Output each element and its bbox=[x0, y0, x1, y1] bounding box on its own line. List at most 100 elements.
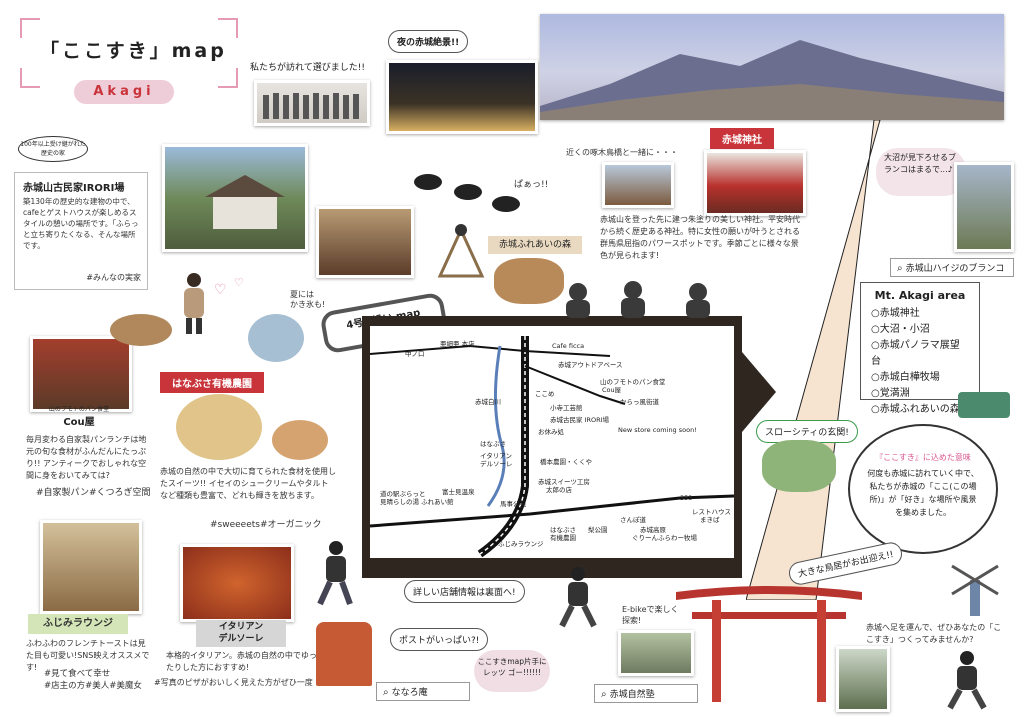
map-label: 道の駅ぶらっと bbox=[380, 490, 426, 498]
irori-food-photo bbox=[316, 206, 414, 278]
hanabusa-cream-photo bbox=[272, 420, 328, 460]
ebike-photo bbox=[618, 630, 694, 676]
meaning-head: 『ここすき』に込めた意味 bbox=[875, 453, 971, 462]
tripod-icon bbox=[437, 224, 485, 278]
irori-card: 赤城山古民家IRORI場 築130年の歴史的な建物の中で、cafeとゲストハウス… bbox=[14, 172, 148, 290]
map-label: さんぽ道 bbox=[620, 516, 646, 524]
area-list-item: ○赤城白樺牧場 bbox=[871, 372, 940, 383]
post-box-photo bbox=[316, 622, 372, 686]
swing-photo bbox=[954, 162, 1014, 252]
map-label: 小寺工芸館 bbox=[550, 404, 583, 412]
bridge-photo bbox=[602, 162, 674, 208]
pizza-photo bbox=[180, 544, 294, 622]
details-back-bubble: 詳しい店舗情報は裏面へ! bbox=[404, 580, 525, 603]
shrine-photo bbox=[704, 150, 806, 216]
map-label: 亜細亜 本店 bbox=[440, 340, 475, 348]
irori-body: 築130年の歴史的な建物の中で、cafeとゲストハウスが楽しめるスタイルの憩いの… bbox=[23, 197, 139, 250]
map-label: 有機農園 bbox=[550, 534, 576, 542]
person-icon bbox=[559, 567, 597, 628]
area-box: Mt. Akagi area ○赤城神社○大沼・小沼○赤城パノラマ展望台○赤城白… bbox=[860, 282, 980, 415]
coupe-tag: #自家製パン#くつろぎ空間 bbox=[36, 488, 151, 498]
coupe-body: 毎月変わる自家製パンランチは地元の旬な食材がふんだんにたっぷり!! アンティーク… bbox=[26, 435, 147, 480]
post-label: ポストがいっぱい?! bbox=[390, 628, 489, 651]
fujimi-photo bbox=[40, 520, 142, 614]
map-label: 中ノ口 bbox=[405, 350, 425, 358]
map-label: Cou屋 bbox=[602, 386, 622, 394]
hanabusa-title: はなぶさ有機農園 bbox=[160, 372, 264, 393]
lets-go-bubble: ここすきmap片手にレッツ ゴー!!!!!! bbox=[474, 650, 550, 692]
map-label: 赤城白川 bbox=[475, 398, 501, 406]
area-list-item: ○覚満淵 bbox=[871, 388, 910, 399]
map-label: ふじみラウンジ bbox=[498, 540, 544, 548]
map-label: はなぶさ bbox=[480, 440, 506, 448]
coupe-sign-name: Cou屋 bbox=[63, 417, 95, 428]
summer-note: 夏には かき氷も! bbox=[290, 290, 326, 309]
meaning-bubble: 『ここすき』に込めた意味 何度も赤城に訪れていく中で、私たちが赤城の「ここ(この… bbox=[848, 424, 998, 554]
shoes-decoration bbox=[410, 168, 530, 218]
italian-tag: #写真のピザがおいしく見えた方がぜひ一度 bbox=[154, 678, 313, 687]
shaved-ice-photo bbox=[248, 314, 304, 362]
ebike-caption: E-bikeで楽しく探索! bbox=[622, 605, 679, 625]
italian-body: 本格的イタリアン。赤城の自然の中でゆったりした方におすすめ! bbox=[166, 651, 317, 672]
nanaumi-search[interactable]: ⌕ななろ庵 bbox=[376, 682, 470, 701]
slow-city-photo bbox=[762, 440, 836, 492]
heart-icon: ♡ bbox=[234, 276, 244, 289]
map-label: からっ風街道 bbox=[620, 398, 659, 406]
fujimi-title: ふじみラウンジ bbox=[28, 614, 128, 634]
shrine-title: 赤城神社 bbox=[710, 128, 774, 149]
visited-caption: 私たちが訪れて選びました!! bbox=[250, 63, 365, 73]
swing-search[interactable]: ⌕赤城山ハイジのブランコ bbox=[890, 258, 1014, 277]
area-tag: Akagi bbox=[74, 80, 174, 104]
map-label: デルソーレ bbox=[480, 460, 513, 468]
forest-label: 赤城ふれあいの森 bbox=[488, 236, 582, 254]
people-icon bbox=[566, 281, 710, 318]
invite-text: 赤城へ足を運んで、ぜひあなたの「ここすき」つくってみませんか? bbox=[866, 623, 1002, 644]
nature-search[interactable]: ⌕赤城自然塾 bbox=[594, 684, 698, 703]
map-label: New store coming soon! bbox=[618, 426, 697, 434]
map-arrow bbox=[742, 352, 776, 432]
group-people-icon bbox=[263, 93, 359, 119]
meaning-body: 何度も赤城に訪れていく中で、私たちが赤城の「ここ(この場所)」が「好き」な場所や… bbox=[867, 469, 979, 517]
windmill-icon bbox=[951, 564, 999, 616]
map-label: イタリアン bbox=[480, 452, 512, 460]
person-icon bbox=[947, 651, 987, 710]
heart-icon: ♡ bbox=[214, 282, 227, 298]
map-label: まきば bbox=[700, 516, 720, 524]
mountain-icon bbox=[540, 40, 1004, 120]
irori-house-photo bbox=[162, 144, 308, 252]
map-label: 赤城スイーツ工房 bbox=[538, 478, 590, 486]
person-figure bbox=[942, 650, 992, 710]
fujimi-body: ふわふわのフレンチトーストは見た目も可愛い!SNS映えオススメです! bbox=[26, 639, 150, 672]
area-box-title: Mt. Akagi area bbox=[874, 289, 966, 302]
house-icon bbox=[205, 175, 285, 229]
area-list: ○赤城神社○大沼・小沼○赤城パノラマ展望台○赤城白樺牧場○覚満淵○赤城ふれあいの… bbox=[871, 306, 969, 418]
area-list-item: ○赤城ふれあいの森 bbox=[871, 404, 960, 415]
tripod-person bbox=[436, 222, 486, 278]
map-label: 梨公園 bbox=[588, 526, 608, 534]
irori-title: 赤城山古民家IRORI場 bbox=[23, 183, 125, 194]
irori-tag: #みんなの実家 bbox=[86, 273, 141, 282]
paa-caption: ぱぁっ!! bbox=[514, 180, 549, 190]
fujimi-tags: #見て食べて幸せ #店主の方#美人#美魔女 bbox=[44, 669, 142, 691]
map-label: レストハウス bbox=[692, 508, 731, 516]
history-badge: 100年以上受け継がれた歴史の家 bbox=[18, 136, 88, 162]
coupe-bread-photo bbox=[110, 314, 172, 346]
person-figure bbox=[176, 272, 212, 334]
hanabusa-tag: #sweeeets#オーガニック bbox=[210, 520, 322, 530]
title-corner-bl bbox=[20, 68, 40, 88]
italian-title: イタリアン デルソーレ bbox=[196, 620, 286, 647]
title-corner-tr bbox=[218, 18, 238, 38]
map-label: 山のフモトのパン食堂 bbox=[600, 378, 666, 386]
group-photo bbox=[254, 80, 370, 126]
coupe-building-photo bbox=[30, 336, 132, 412]
person-figure bbox=[556, 566, 600, 628]
title-corner-br bbox=[218, 68, 238, 88]
map-label: 橋本農園・くくや bbox=[540, 458, 592, 466]
search-icon: ⌕ bbox=[601, 689, 607, 700]
map-label: お休み処 bbox=[538, 428, 564, 436]
coupe-sign: 山のフモトのパン食堂 bbox=[48, 406, 110, 413]
forest-animals-photo bbox=[494, 258, 564, 304]
people-row bbox=[558, 280, 728, 318]
map-label: はなぶさ bbox=[550, 526, 576, 534]
